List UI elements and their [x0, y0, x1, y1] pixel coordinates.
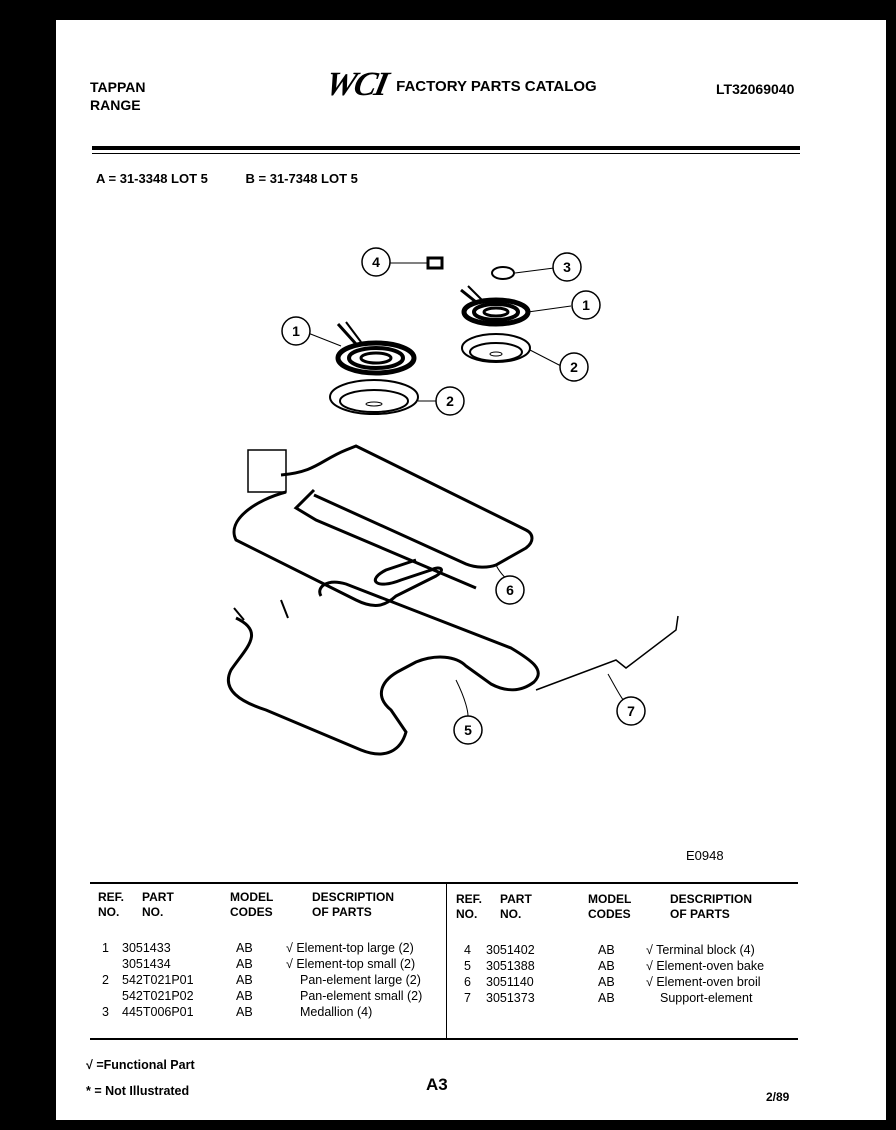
surface-element-small: [460, 285, 531, 327]
table-top-rule: [90, 882, 798, 884]
callout-text: 4: [372, 254, 380, 270]
drip-pan-small: [461, 333, 531, 363]
broil-element: [232, 444, 534, 607]
legend-not-illustrated: * = Not Illustrated: [86, 1084, 190, 1098]
header-ref: REF.NO.: [98, 890, 125, 919]
catalog-header: WCI FACTORY PARTS CATALOG: [322, 66, 597, 103]
callout-4: 4: [361, 247, 391, 277]
callout-5: 5: [453, 715, 483, 745]
callout-text: 2: [570, 359, 578, 375]
terminal-block: [426, 256, 444, 270]
model-legend: A = 31-3348 LOT 5 B = 31-7348 LOT 5: [96, 171, 392, 186]
legend-functional: √ =Functional Part: [86, 1058, 195, 1072]
brand-block: TAPPAN RANGE: [90, 78, 145, 114]
catalog-page: TAPPAN RANGE WCI FACTORY PARTS CATALOG L…: [56, 20, 886, 1120]
table-bottom-rule: [90, 1038, 798, 1040]
exploded-parts-diagram: 4 3 1 1 2 2 6 5 7: [227, 247, 679, 756]
medallion: [491, 266, 515, 280]
callout-2-left: 2: [435, 386, 465, 416]
brand-name: TAPPAN: [90, 79, 146, 95]
page-id: A3: [426, 1075, 448, 1094]
doc-number: LT32069040: [716, 81, 795, 97]
model-a: A = 31-3348 LOT 5: [96, 171, 208, 186]
header-rule-thin: [92, 153, 800, 154]
callout-3: 3: [552, 252, 582, 282]
callout-text: 3: [563, 259, 571, 275]
callout-text: 1: [582, 297, 590, 313]
callout-text: 2: [446, 393, 454, 409]
header-rule-thick: [92, 146, 800, 150]
diagram-code: E0948: [686, 848, 724, 863]
table-divider: [446, 884, 447, 1040]
callout-text: 6: [506, 582, 514, 598]
header-ref: REF.NO.: [456, 892, 483, 921]
callout-labels: 4 3 1 1 2 2 6 5 7: [281, 247, 646, 745]
callout-text: 1: [292, 323, 300, 339]
callout-2-right: 2: [559, 352, 589, 382]
support-element: [535, 615, 679, 691]
callout-text: 5: [464, 722, 472, 738]
callout-text: 7: [627, 703, 635, 719]
callout-1-left: 1: [281, 316, 311, 346]
product-type: RANGE: [90, 97, 141, 113]
callout-6: 6: [495, 575, 525, 605]
bake-element: [227, 580, 540, 756]
revision-date: 2/89: [766, 1090, 790, 1104]
model-b: B = 31-7348 LOT 5: [245, 171, 358, 186]
catalog-title: FACTORY PARTS CATALOG: [396, 77, 597, 95]
drip-pan-large: [329, 379, 419, 415]
callout-1-right: 1: [571, 290, 601, 320]
surface-element-large: [335, 321, 417, 376]
callout-7: 7: [616, 696, 646, 726]
